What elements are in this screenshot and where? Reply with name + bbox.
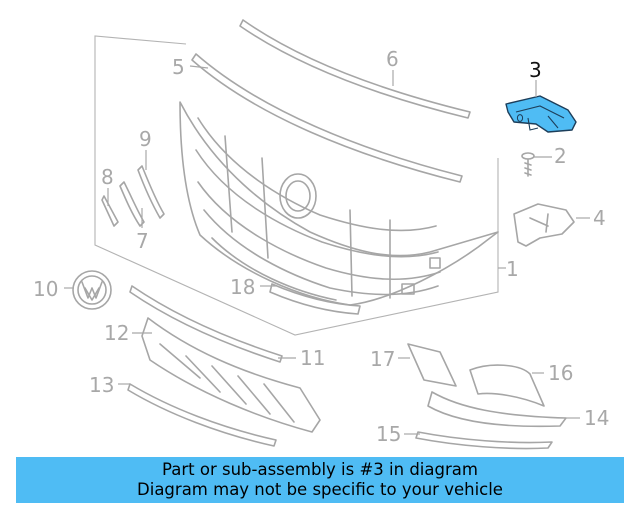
part-6-upper-trim (239, 19, 471, 119)
callout-9: 9 (139, 127, 152, 151)
banner-line-2: Diagram may not be specific to your vehi… (137, 480, 503, 499)
callout-13: 13 (89, 373, 114, 397)
part-1-grille (179, 101, 499, 306)
callout-2: 2 (554, 144, 567, 168)
part-9-trim (137, 165, 165, 219)
callout-1: 1 (506, 257, 519, 281)
callout-7: 7 (136, 229, 149, 253)
callout-3: 3 (529, 58, 542, 82)
callout-11: 11 (300, 346, 325, 370)
callout-10: 10 (33, 277, 58, 301)
part-11-strip (129, 285, 283, 363)
info-banner: Part or sub-assembly is #3 in diagram Di… (16, 457, 624, 503)
banner-line-1: Part or sub-assembly is #3 in diagram (162, 460, 478, 479)
part-2-screw (521, 152, 535, 177)
callout-14: 14 (584, 406, 609, 430)
callout-6: 6 (386, 47, 399, 71)
callout-16: 16 (548, 361, 573, 385)
callout-8: 8 (101, 165, 114, 189)
callout-5: 5 (172, 55, 185, 79)
leader-lines (64, 65, 590, 435)
callout-4: 4 (593, 206, 606, 230)
part-12-lower-grille (141, 317, 321, 433)
part-8-trim (101, 195, 119, 227)
part-5-upper-molding (191, 53, 463, 183)
part-17-cover (407, 343, 457, 387)
callout-17: 17 (370, 347, 395, 371)
callout-15: 15 (376, 422, 401, 446)
assembly-outline (94, 35, 499, 336)
part-18-insert (269, 283, 361, 315)
part-13-lower-trim (127, 383, 277, 447)
part-4-bracket (513, 203, 575, 247)
part-14-accent (427, 391, 567, 428)
part-10-emblem (72, 270, 112, 310)
callout-12: 12 (104, 321, 129, 345)
callout-18: 18 (230, 275, 255, 299)
part-15-molding (415, 431, 553, 450)
part-3-bracket (505, 95, 577, 133)
part-16-trim (469, 364, 545, 407)
part-7-trim (119, 181, 145, 227)
